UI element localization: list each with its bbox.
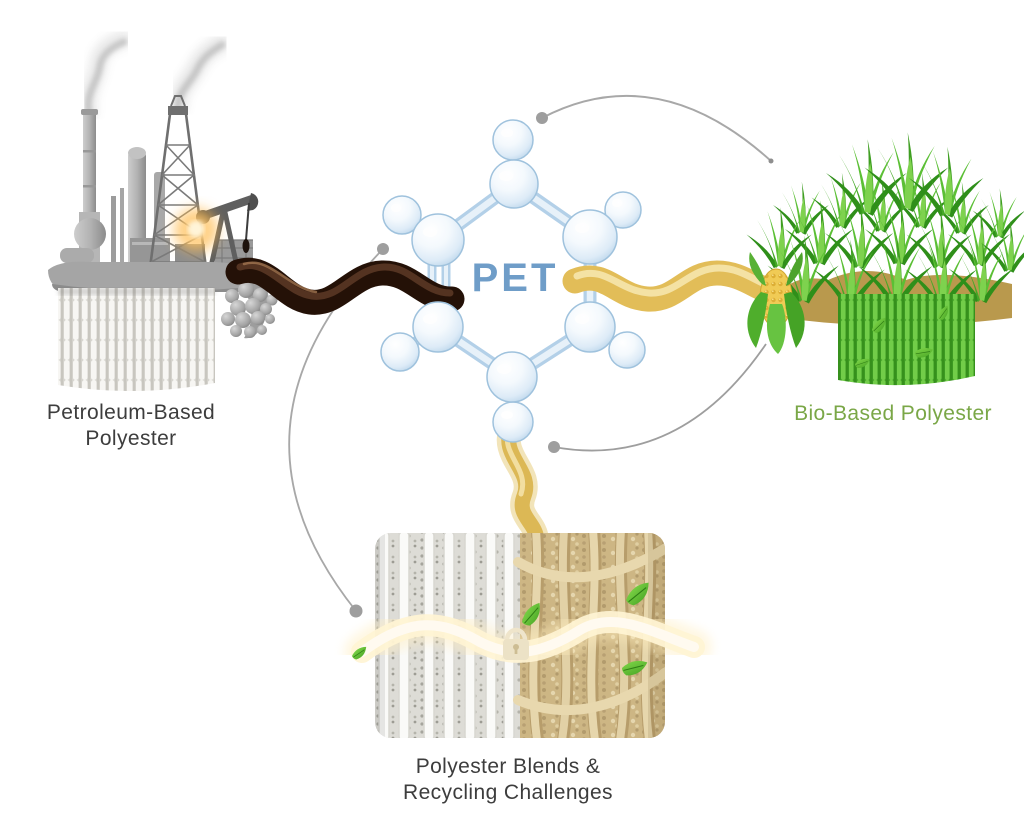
lock-icon bbox=[503, 627, 529, 660]
pet-center-label: PET bbox=[471, 256, 559, 300]
white-fiber-roll-icon bbox=[58, 288, 215, 392]
blends-node-label: Polyester Blends & Recycling Challenges bbox=[358, 754, 658, 806]
petroleum-label-line1: Petroleum-Based bbox=[46, 401, 216, 424]
petroleum-node-label: Petroleum-Based Polyester bbox=[6, 400, 256, 452]
crude-oil-stream-icon bbox=[225, 257, 465, 315]
blends-label-line2: Recycling Challenges bbox=[403, 781, 613, 804]
petroleum-label-line2: Polyester bbox=[85, 427, 177, 450]
bio-node-label: Bio-Based Polyester bbox=[794, 402, 992, 425]
pet-molecule-atoms bbox=[380, 119, 646, 443]
green-fiber-roll-icon bbox=[838, 294, 975, 386]
oil-refinery-icon bbox=[48, 95, 269, 339]
glow-wave bbox=[344, 604, 712, 670]
smoke-plumes bbox=[79, 31, 231, 120]
fabric-blend-roll-icon bbox=[344, 533, 712, 738]
corn-cob-icon bbox=[747, 252, 805, 354]
blends-label-line1: Polyester Blends & bbox=[415, 755, 601, 778]
bio-resin-stream-icon bbox=[562, 260, 813, 313]
gold-pour-stream-icon bbox=[496, 414, 549, 552]
